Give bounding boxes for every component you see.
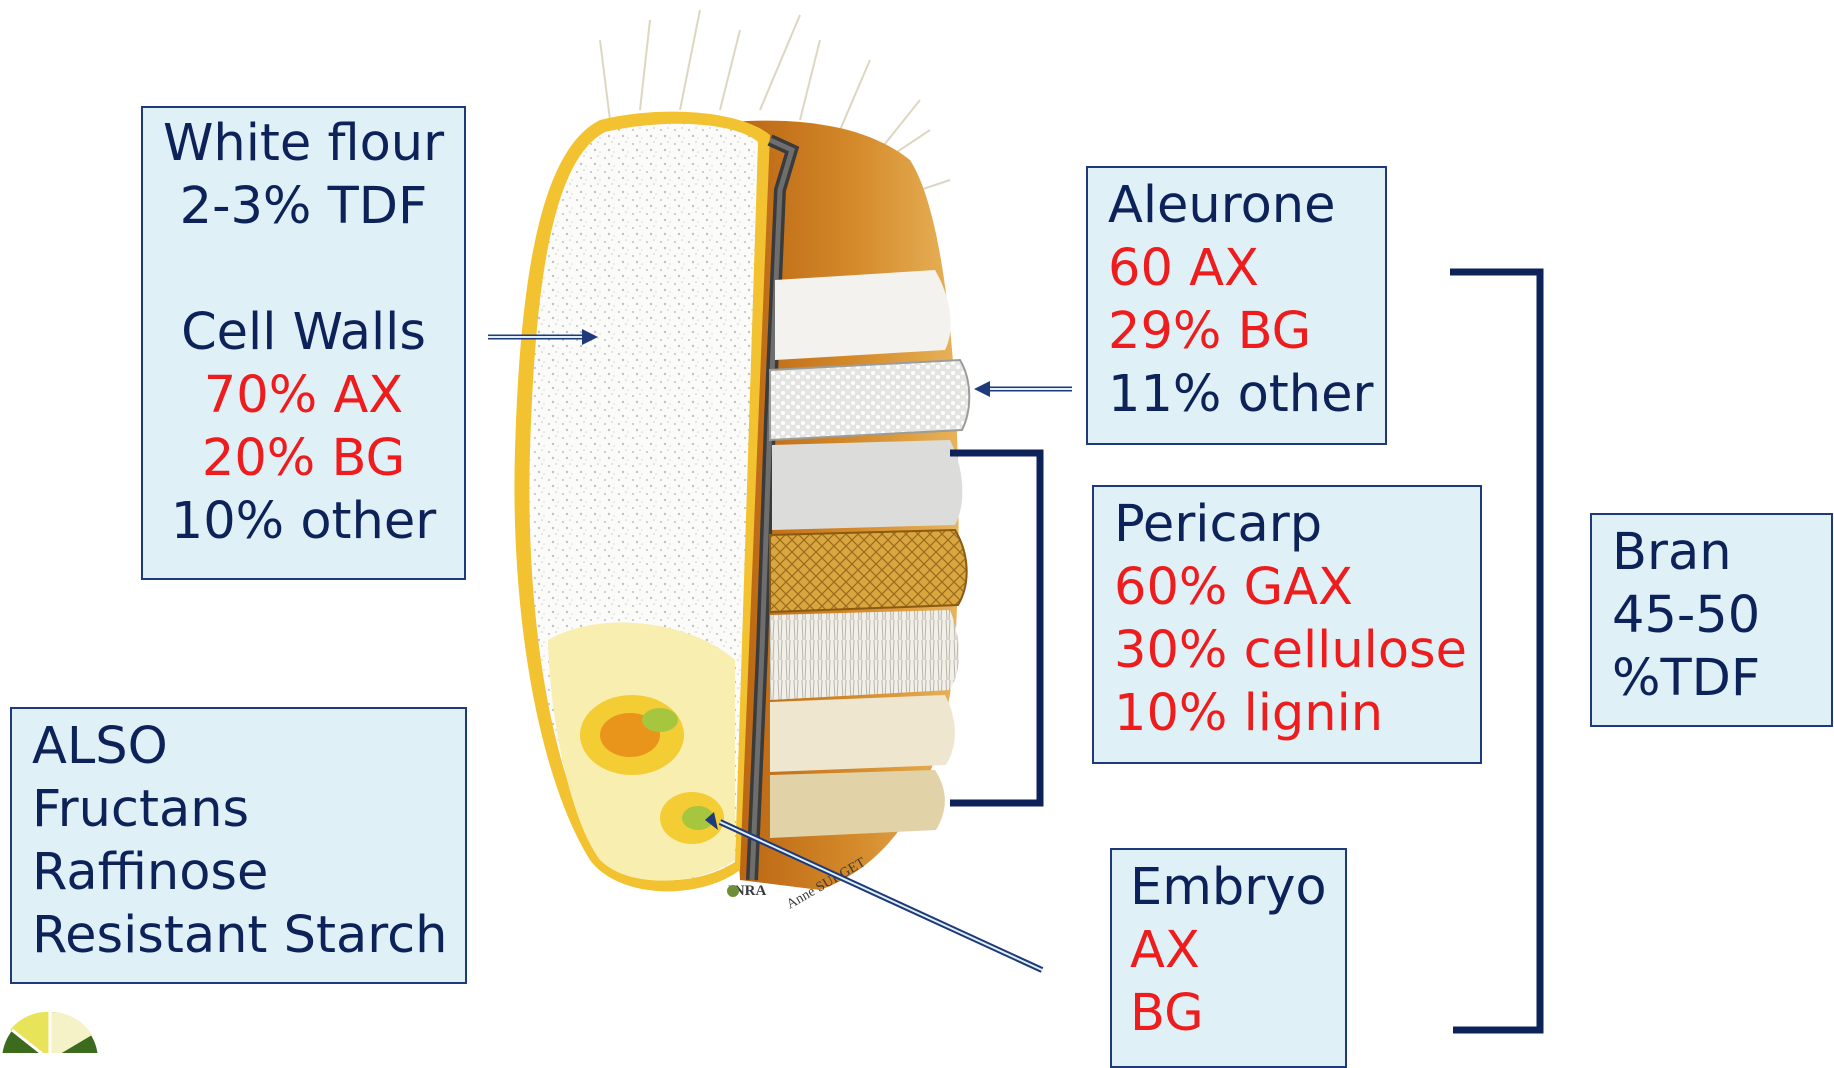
also-resistant-starch: Resistant Starch [32, 904, 465, 967]
white-flour-box: White flour 2-3% TDF Cell Walls 70% AX 2… [141, 106, 466, 580]
pericarp-box: Pericarp 60% GAX 30% cellulose 10% ligni… [1092, 485, 1482, 764]
also-fructans: Fructans [32, 778, 465, 841]
layer-tan-1 [770, 695, 955, 772]
layer-fibers [770, 610, 959, 700]
arrow-aleurone [974, 381, 1072, 397]
cell-walls-bg: 20% BG [143, 427, 464, 490]
bran-title: Bran [1612, 521, 1831, 584]
spacer [143, 238, 464, 301]
pericarp-bracket [950, 453, 1040, 803]
layer-tan-2 [770, 770, 945, 838]
institution-logo [0, 1012, 100, 1053]
white-flour-tdf: 2-3% TDF [143, 175, 464, 238]
bran-unit: %TDF [1612, 647, 1831, 710]
white-flour-title: White flour [143, 112, 464, 175]
also-box: ALSO Fructans Raffinose Resistant Starch [10, 707, 467, 984]
layer-aleurone [770, 360, 969, 440]
layer-grey [772, 440, 962, 530]
aleurone-ax: 60 AX [1108, 237, 1385, 300]
aleurone-bg: 29% BG [1108, 300, 1385, 363]
aleurone-title: Aleurone [1108, 174, 1385, 237]
pericarp-title: Pericarp [1114, 493, 1480, 556]
cell-walls-ax: 70% AX [143, 364, 464, 427]
embryo-box: Embryo AX BG [1110, 848, 1347, 1068]
bran-box: Bran 45-50 %TDF [1590, 513, 1833, 727]
embryo-bg: BG [1130, 982, 1345, 1045]
also-title: ALSO [32, 715, 465, 778]
aleurone-other: 11% other [1108, 363, 1385, 426]
also-raffinose: Raffinose [32, 841, 465, 904]
cell-walls-label: Cell Walls [143, 301, 464, 364]
pericarp-gax: 60% GAX [1114, 556, 1480, 619]
layer-white-top [775, 270, 951, 360]
embryo-ax: AX [1130, 919, 1345, 982]
bran-value: 45-50 [1612, 584, 1831, 647]
layer-mesh [770, 530, 967, 612]
cell-walls-other: 10% other [143, 490, 464, 553]
embryo-title: Embryo [1130, 856, 1345, 919]
pericarp-cellulose: 30% cellulose [1114, 619, 1480, 682]
pericarp-lignin: 10% lignin [1114, 682, 1480, 745]
aleurone-box: Aleurone 60 AX 29% BG 11% other [1086, 166, 1387, 445]
